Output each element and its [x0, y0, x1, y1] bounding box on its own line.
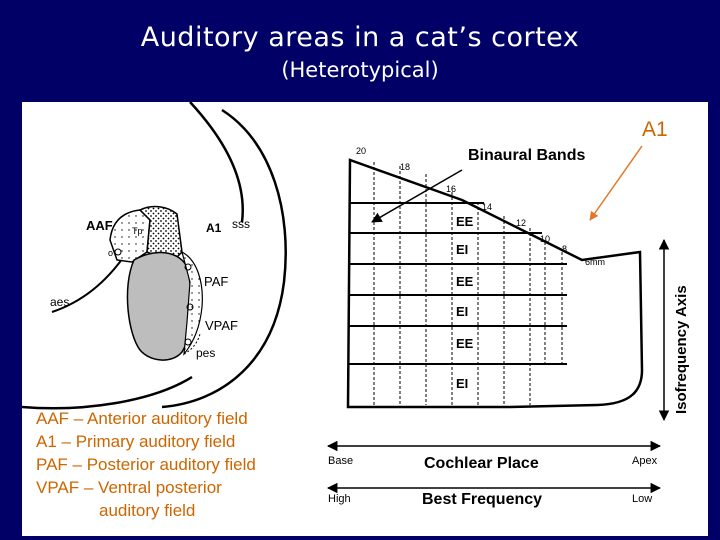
legend-item: AAF – Anterior auditory field	[36, 409, 248, 428]
label-a1-brain: A1	[206, 221, 222, 235]
best-frequency-title: Best Frequency	[422, 491, 542, 508]
length-label: 20	[356, 146, 366, 156]
a1-outline	[346, 158, 644, 409]
a1-callout-arrow	[589, 145, 643, 221]
legend: AAF – Anterior auditory field A1 – Prima…	[36, 407, 256, 522]
band-label: EI	[456, 242, 468, 257]
slide-title: Auditory areas in a cat’s cortex	[140, 22, 580, 53]
length-label: 10	[540, 234, 550, 244]
vpaf-boundary	[183, 333, 201, 355]
binaural-band-diagram: Binaural Bands EE EI EE EI EE EI 20 18 1…	[326, 145, 690, 508]
length-label: 6mm	[585, 257, 605, 267]
best-frequency-high: High	[328, 493, 351, 505]
label-tp: Tp	[132, 226, 143, 236]
sulcus-sss	[189, 102, 244, 223]
best-frequency-low: Low	[632, 493, 652, 505]
electrode-mark	[184, 263, 192, 271]
band-label: EE	[456, 336, 474, 351]
label-sss: sss	[232, 217, 250, 231]
insular-region	[126, 251, 193, 361]
length-label: 18	[400, 162, 410, 172]
band-separators	[349, 202, 567, 365]
brain-map: AAF A1 sss PAF aes VPAF pes Tp o	[22, 102, 287, 410]
electrode-mark	[186, 303, 194, 311]
legend-item: PAF – Posterior auditory field	[36, 455, 256, 474]
cochlear-place-apex: Apex	[632, 455, 658, 467]
length-label: 16	[446, 184, 456, 194]
isofrequency-lines	[373, 162, 563, 405]
band-label: EI	[456, 376, 468, 391]
length-label: 8	[562, 244, 567, 254]
cochlear-place-title: Cochlear Place	[424, 455, 539, 472]
label-vpaf: VPAF	[205, 318, 238, 333]
label-aes: aes	[50, 295, 69, 309]
figure-panel: AAF A1 sss PAF aes VPAF pes Tp o	[22, 102, 708, 536]
legend-item: A1 – Primary auditory field	[36, 432, 236, 451]
legend-item: VPAF – Ventral posterior	[36, 478, 222, 497]
band-label: EI	[456, 304, 468, 319]
electrode-mark	[114, 248, 122, 256]
length-label: 14	[482, 202, 492, 212]
band-label: EE	[456, 274, 474, 289]
legend-item-continuation: auditory field	[99, 501, 196, 520]
label-pes: pes	[196, 346, 215, 360]
cochlear-place-base: Base	[328, 455, 353, 467]
cortex-outline-lower	[22, 375, 193, 410]
binaural-bands-title: Binaural Bands	[468, 147, 585, 164]
label-aaf: AAF	[86, 218, 113, 233]
label-paf: PAF	[204, 274, 228, 289]
slide-subtitle: (Heterotypical)	[281, 58, 439, 82]
length-label: 12	[516, 218, 526, 228]
a1-callout-label: A1	[642, 118, 668, 141]
binaural-bands-arrow	[371, 169, 463, 223]
cortex-outline-outer	[161, 108, 287, 409]
electrode-mark	[184, 338, 192, 346]
label-o: o	[108, 248, 113, 258]
figure-svg: AAF A1 sss PAF aes VPAF pes Tp o	[22, 102, 690, 508]
band-label: EE	[456, 214, 474, 229]
isofrequency-axis-label: Isofrequency Axis	[673, 285, 690, 414]
